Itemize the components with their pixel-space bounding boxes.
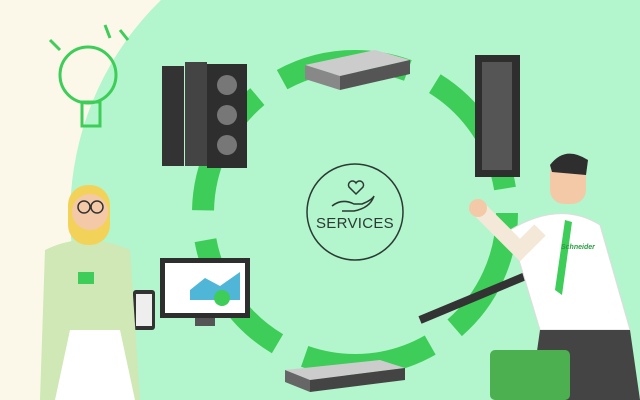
lightbulb-icon [48,24,130,128]
monitor-dashboard [133,258,250,330]
power-strip [418,266,542,324]
server-cabinet [475,55,520,177]
cooling-unit [162,62,247,168]
rack-server-top [305,50,410,90]
services-badge [306,163,404,261]
heart-in-hand-icon [331,180,375,212]
services-label: SERVICES [316,215,394,232]
woman-figure [40,185,140,400]
shirt-logo-text: Schneider [561,244,595,251]
rack-server-bottom [285,360,405,392]
man-figure [469,153,640,400]
